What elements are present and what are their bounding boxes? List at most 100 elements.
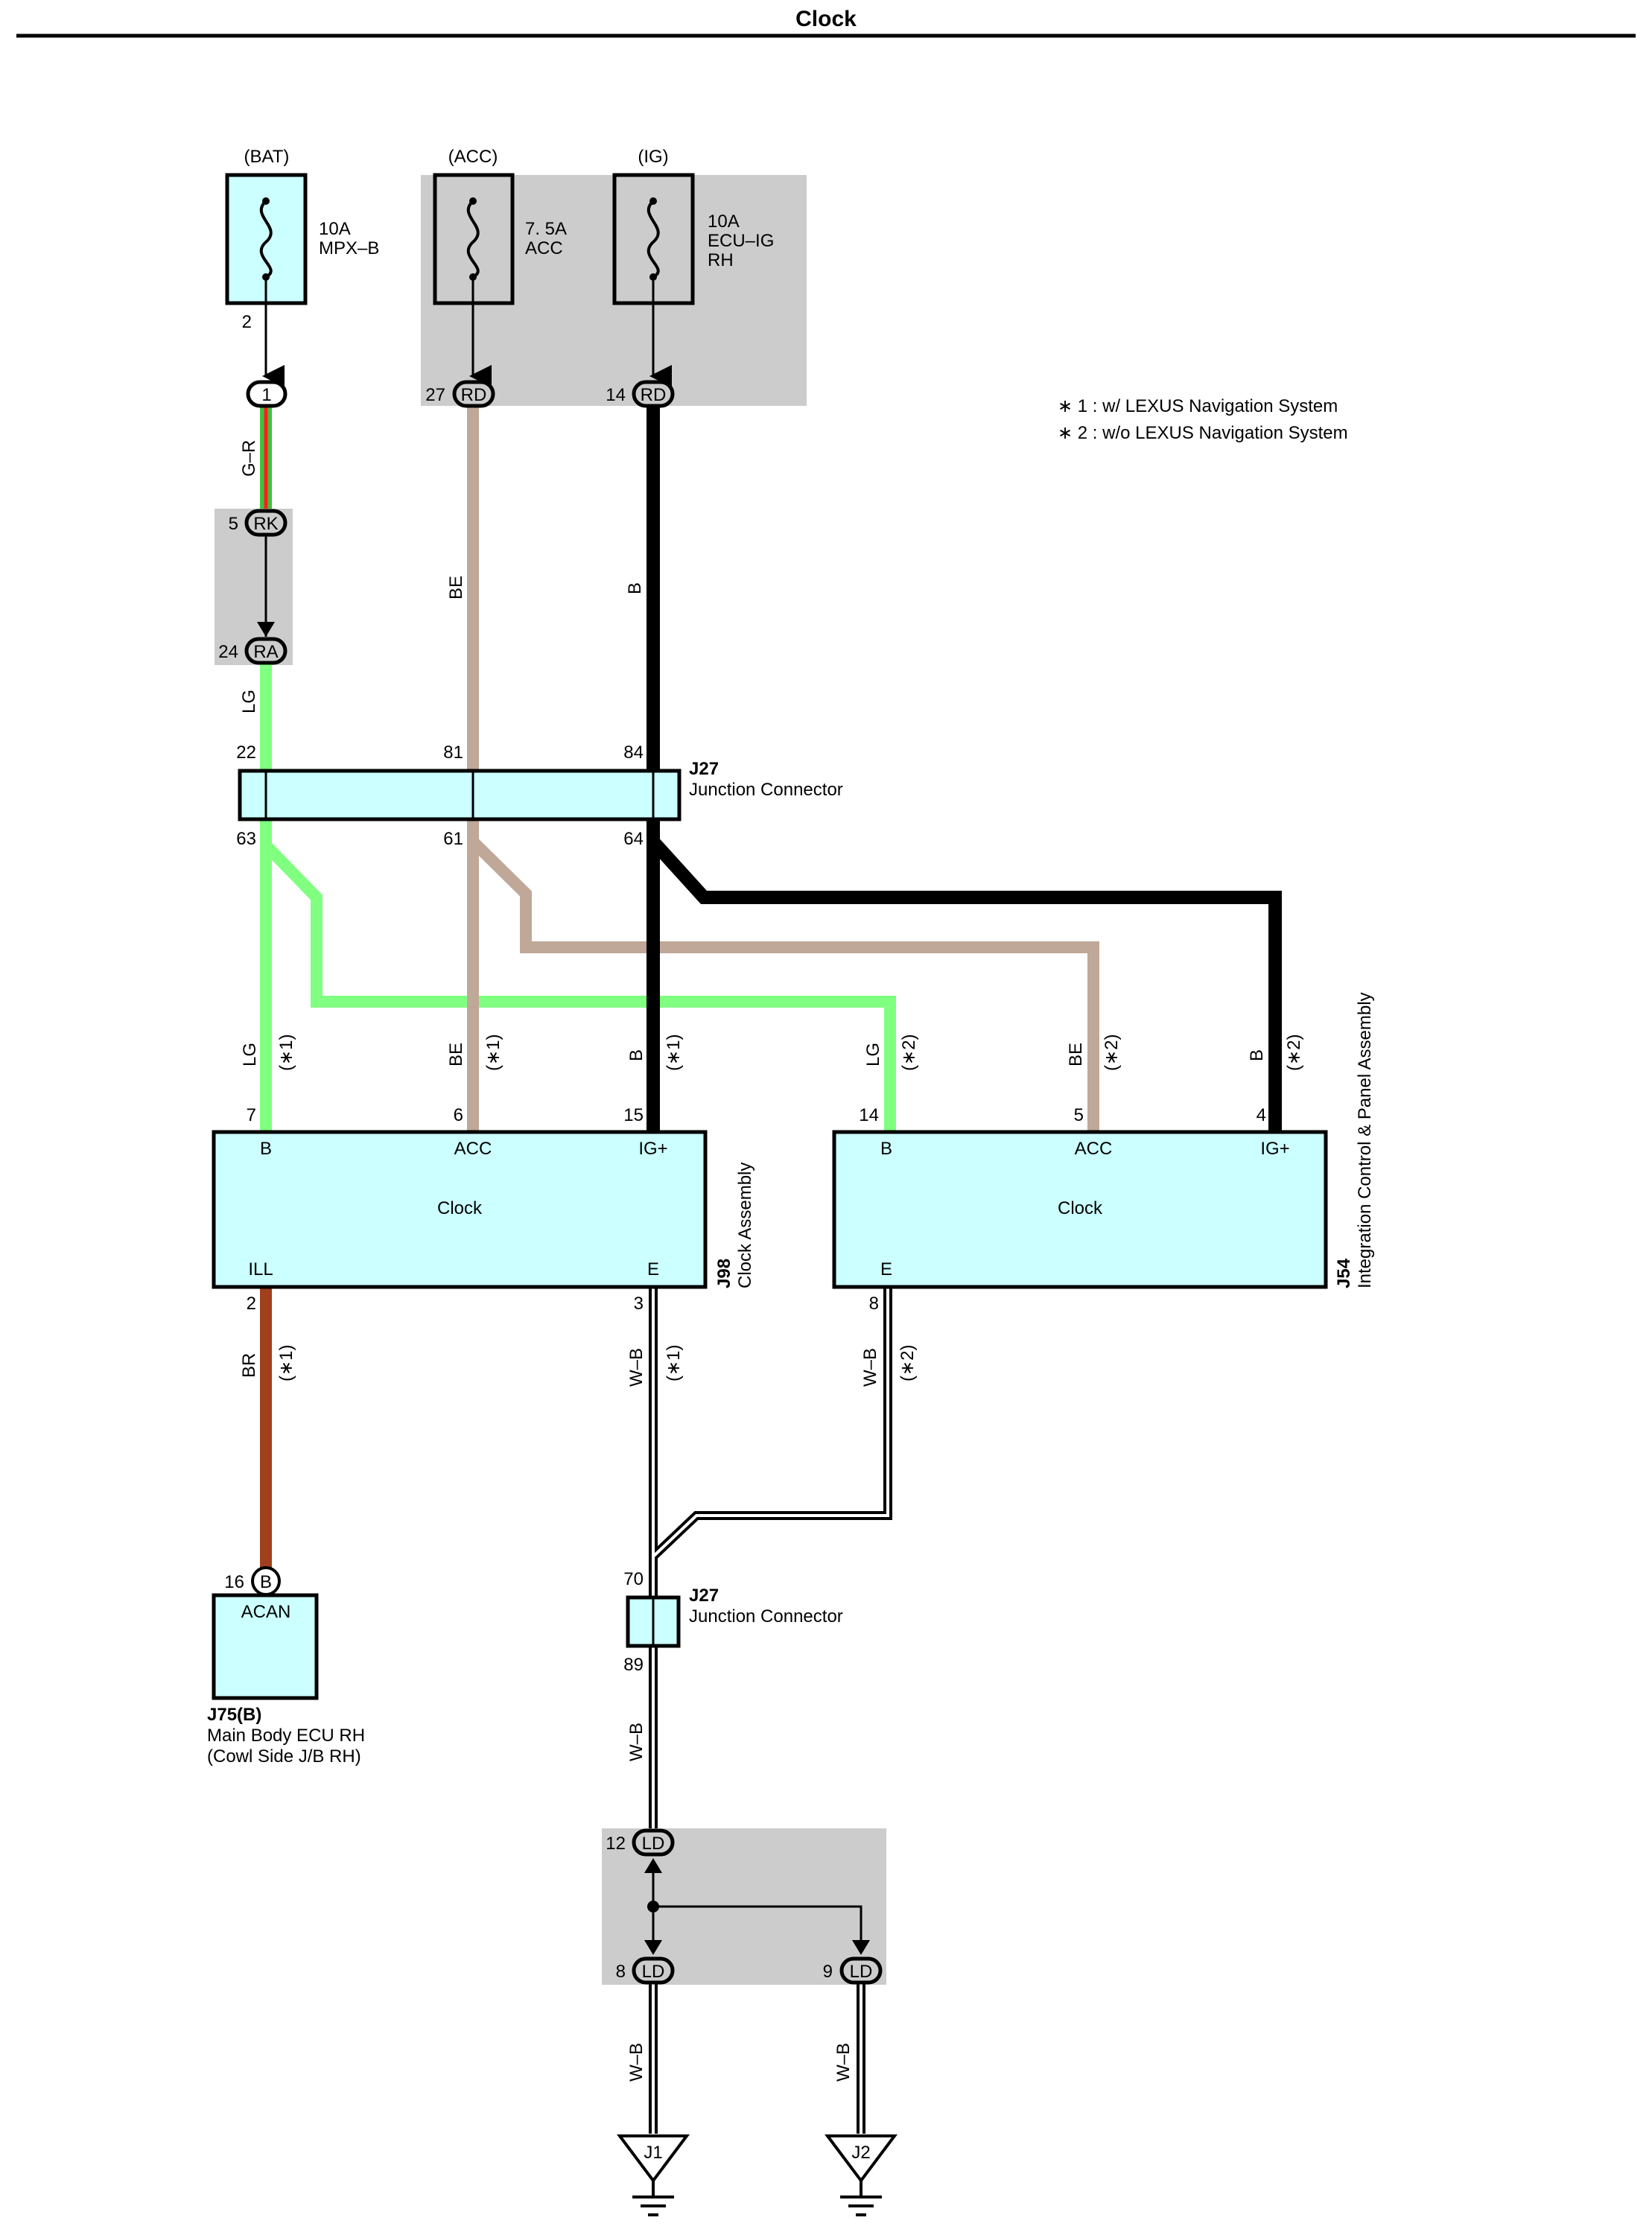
clock1-term: ILL [248, 1259, 273, 1279]
wire-ld-splice-branch [653, 1905, 862, 1944]
junction-pin: 84 [623, 743, 644, 763]
junction-pin: 22 [236, 743, 256, 763]
junction-id: J27 [689, 1586, 719, 1606]
wire-label: BE [446, 1043, 466, 1066]
clock-assembly-j98 [212, 1130, 708, 1289]
fuse-rating: 10A [708, 212, 740, 232]
clock1-name: Clock [437, 1198, 483, 1218]
clock2-name: Clock [1058, 1198, 1103, 1218]
splice-point-icon [647, 1901, 659, 1913]
junction-id: J27 [689, 759, 719, 779]
wire-note: (∗1) [664, 1345, 684, 1382]
wire-be-branch-2 [468, 837, 1099, 1132]
junction-label: Junction Connector [689, 1606, 843, 1627]
ground-icon [632, 2181, 674, 2216]
wire-label: LG [240, 1043, 260, 1066]
junction-pin: 63 [236, 829, 256, 849]
clock1-term: E [647, 1259, 659, 1279]
clock1-term: ACC [454, 1139, 492, 1159]
wire-label: W–B [626, 2043, 646, 2082]
clock2-term: IG+ [1260, 1139, 1289, 1159]
note-1: ∗ 1 : w/ LEXUS Navigation System [1058, 396, 1338, 416]
connector-pin: 5 [229, 514, 238, 534]
clock1-pin: 15 [623, 1105, 644, 1125]
wire-b-branch-2 [648, 836, 1282, 1132]
wire-label: B [1247, 1049, 1267, 1061]
clock2-pin: 14 [859, 1105, 879, 1125]
fuse-name-2: RH [708, 250, 734, 270]
clock2-pin: 8 [869, 1294, 879, 1314]
connector-code: LD [642, 1834, 665, 1854]
wire-note: (∗2) [1284, 1034, 1304, 1071]
clock1-term: B [260, 1139, 272, 1159]
wire-label: LG [863, 1043, 883, 1066]
connector-code: RK [253, 514, 278, 534]
arrow-up-icon [644, 1858, 662, 1873]
acan-line1: Main Body ECU RH [207, 1726, 365, 1746]
fuse-source-bat: (BAT) [244, 147, 290, 167]
clock1-term: IG+ [638, 1139, 667, 1159]
connector-code: RA [253, 642, 278, 662]
acan-name: ACAN [241, 1602, 291, 1622]
clock1-pin: 2 [247, 1294, 256, 1314]
fuse-pin: 2 [242, 312, 252, 332]
note-2: ∗ 2 : w/o LEXUS Navigation System [1058, 423, 1348, 443]
junction-connector-j27 [238, 769, 682, 821]
junction-pin: 64 [623, 829, 644, 849]
clock2-pin: 5 [1074, 1105, 1084, 1125]
fuse-terminal-icon [649, 197, 657, 205]
acan-id: J75(B) [207, 1705, 261, 1725]
wire-label: W–B [860, 1348, 880, 1387]
junction-pin: 70 [623, 1569, 644, 1589]
connector-ig-top [632, 380, 675, 408]
ground-point-j1 [617, 2134, 690, 2184]
connector-pin: 14 [606, 385, 626, 405]
main-body-ecu-j75b [212, 1593, 319, 1700]
clock2-term: E [880, 1259, 892, 1279]
junction-label: Junction Connector [689, 780, 843, 800]
connector-acc-top [452, 380, 495, 408]
wire-label: W–B [626, 1723, 646, 1761]
clock1-pin: 7 [247, 1105, 256, 1125]
fuse-name: MPX–B [319, 238, 379, 258]
connector-pin: 12 [606, 1834, 626, 1854]
acan-line2: (Cowl Side J/B RH) [207, 1746, 361, 1767]
wire-label: G–R [239, 440, 259, 477]
clock2-pin: 4 [1257, 1105, 1266, 1125]
wire-note: (∗2) [1102, 1034, 1122, 1071]
wire-note: (∗2) [899, 1034, 919, 1071]
fuse-source-acc: (ACC) [448, 147, 498, 167]
ground-point-j2 [825, 2134, 898, 2184]
wire-label: BE [446, 576, 466, 600]
junction-pin: 81 [443, 743, 463, 763]
clock1-pin: 6 [454, 1105, 463, 1125]
wire-label: W–B [626, 1348, 646, 1387]
connector-code: LD [642, 1962, 665, 1982]
fuse-source-ig: (IG) [638, 147, 668, 167]
wire-w-b-group [649, 1288, 892, 2134]
clock2-term: ACC [1075, 1139, 1113, 1159]
fuse-rating: 7. 5A [525, 219, 567, 239]
wire-label: LG [239, 690, 259, 713]
integration-panel-j54 [832, 1130, 1328, 1289]
fuse-terminal-icon [262, 197, 270, 205]
ground-label: J2 [851, 2143, 870, 2163]
connector-ra [244, 637, 287, 665]
wire-label: B [626, 1049, 646, 1061]
arrow-down-icon [644, 1940, 662, 1955]
wire-lg-branch-2 [261, 841, 896, 1132]
connector-ld-top [632, 1828, 675, 1857]
connector-pin: 8 [616, 1962, 626, 1982]
connector-pin: 16 [224, 1572, 244, 1592]
fuse-symbol-icon [259, 200, 273, 279]
page-title: Clock [795, 7, 857, 31]
wire-label: W–B [833, 2043, 854, 2082]
connector-pin: 24 [218, 642, 238, 662]
wire-note: (∗1) [664, 1034, 684, 1071]
clock2-term: B [880, 1139, 892, 1159]
connector-code: RD [461, 385, 487, 405]
connector-rk [244, 509, 287, 537]
wire-note: (∗1) [276, 1034, 296, 1071]
connector-code: RD [641, 385, 667, 405]
ground-icon [840, 2181, 882, 2216]
